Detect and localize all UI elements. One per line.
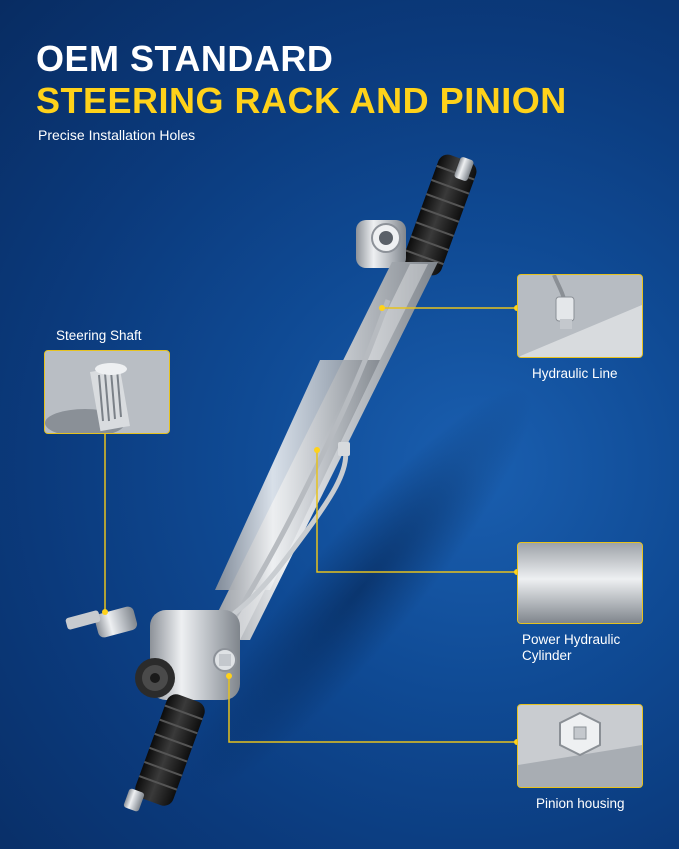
pinion-housing-detail	[517, 704, 643, 788]
upper-tie-rod-end	[454, 157, 474, 181]
lower-mount	[135, 658, 175, 698]
pinion-housing-label: Pinion housing	[536, 796, 625, 811]
drop-shadow	[187, 387, 533, 793]
callout-leaders	[104, 307, 517, 743]
hydraulic-line-label: Hydraulic Line	[532, 366, 618, 381]
steering-shaft-label: Steering Shaft	[56, 328, 142, 343]
steering-shaft-detail	[44, 350, 170, 434]
power-cylinder-label: Power Hydraulic Cylinder	[522, 632, 620, 664]
upper-mount	[356, 220, 406, 268]
line-fitting	[338, 442, 350, 456]
power-cylinder-detail	[517, 542, 643, 624]
subtitle: Precise Installation Holes	[38, 127, 196, 143]
lower-tie-rod-end	[123, 788, 145, 812]
headline-line-2: STEERING RACK AND PINION	[36, 80, 567, 121]
lower-boot	[135, 694, 205, 806]
hydraulic-line-detail	[517, 274, 643, 358]
headline-line-1: OEM STANDARD	[36, 38, 334, 79]
power-cylinder-label-line-1: Power Hydraulic	[522, 632, 621, 647]
power-cylinder-label-line-2: Cylinder	[522, 648, 572, 663]
